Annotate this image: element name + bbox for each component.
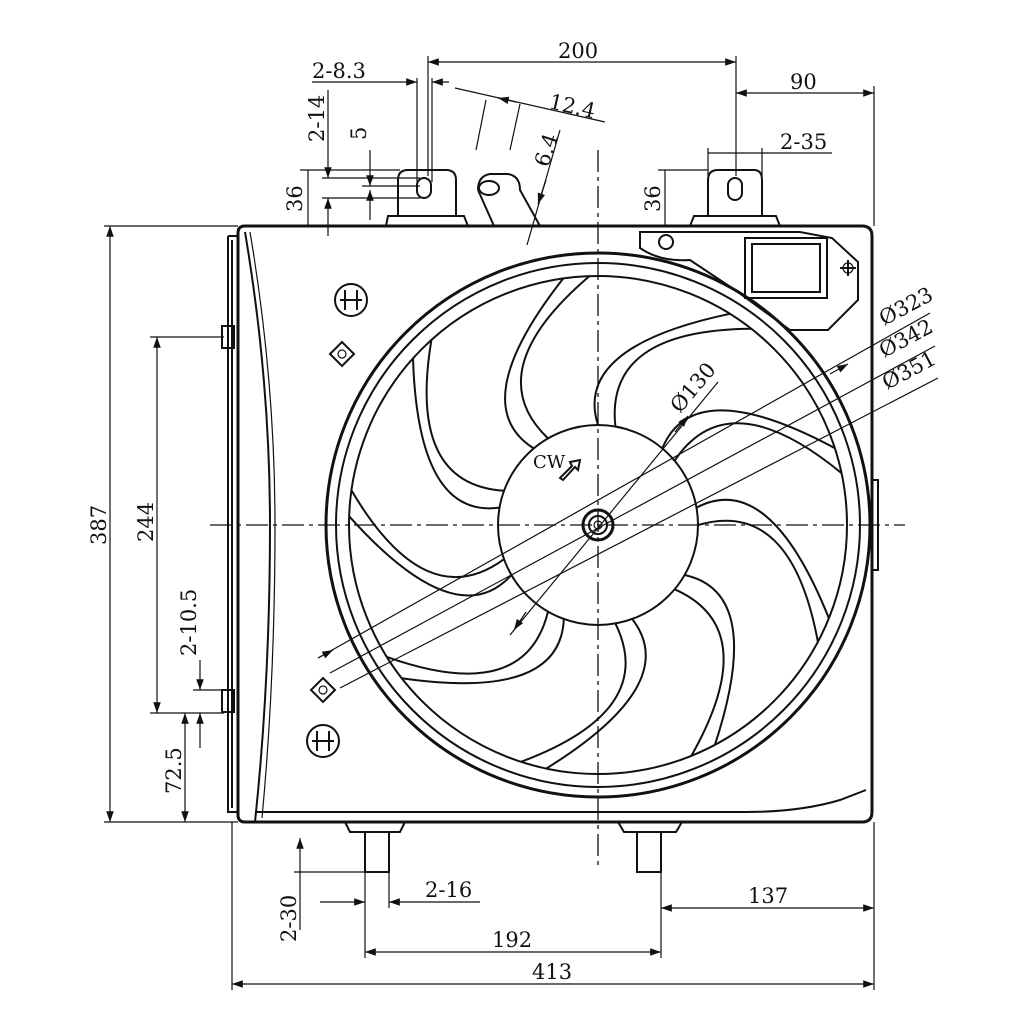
top-mount-tab-left bbox=[385, 169, 469, 227]
dim-2-8-3: 2-8.3 bbox=[312, 59, 366, 83]
dim-12-4: 12.4 bbox=[547, 89, 598, 123]
dim-2-10-5: 2-10.5 bbox=[177, 589, 201, 656]
dim-90: 90 bbox=[790, 70, 817, 94]
dim-200: 200 bbox=[558, 39, 598, 63]
top-mount-tab-right bbox=[689, 169, 781, 227]
fan-blade bbox=[684, 519, 819, 746]
dim-36-left: 36 bbox=[283, 185, 307, 212]
dim-72-5: 72.5 bbox=[162, 747, 186, 794]
dim-hub-130: Ø130 bbox=[665, 358, 720, 417]
fan-blade bbox=[673, 422, 843, 619]
center-lines bbox=[210, 150, 905, 870]
bottom-stud-right bbox=[617, 821, 683, 873]
bottom-stud-left bbox=[344, 821, 406, 873]
fan-blade bbox=[545, 588, 725, 770]
fan-blade bbox=[350, 358, 505, 579]
dim-36-right: 36 bbox=[641, 185, 665, 212]
dim-387: 387 bbox=[87, 505, 111, 545]
dim-2-16: 2-16 bbox=[425, 878, 472, 902]
diameter-leaders bbox=[317, 312, 939, 689]
overflow-pipe bbox=[477, 173, 541, 227]
brand-logo-bottom bbox=[306, 724, 340, 758]
screw-boss-top bbox=[328, 340, 356, 368]
connector-housing bbox=[639, 231, 859, 331]
brand-logo-top bbox=[334, 283, 368, 317]
dim-192: 192 bbox=[492, 928, 532, 952]
rotation-note: CW bbox=[533, 452, 582, 482]
dim-2-14: 2-14 bbox=[305, 95, 329, 142]
rotation-label: CW bbox=[533, 452, 566, 473]
fan-blade bbox=[401, 618, 627, 763]
dim-2-30: 2-30 bbox=[277, 895, 301, 942]
dim-2-35: 2-35 bbox=[780, 130, 827, 154]
fan-blade bbox=[519, 275, 731, 440]
dim-5: 5 bbox=[347, 127, 371, 140]
dim-137: 137 bbox=[748, 884, 788, 908]
dimension-lines bbox=[104, 56, 875, 990]
fan-blade bbox=[425, 277, 565, 492]
fan-blade bbox=[613, 327, 836, 449]
rotation-arrow-icon bbox=[558, 458, 582, 482]
fan-blades bbox=[348, 275, 843, 770]
screw-boss-bottom bbox=[309, 676, 337, 704]
fan-blade bbox=[348, 515, 549, 675]
dim-6-4: 6.4 bbox=[530, 130, 563, 169]
dim-244: 244 bbox=[134, 502, 158, 542]
dim-413: 413 bbox=[532, 960, 572, 984]
